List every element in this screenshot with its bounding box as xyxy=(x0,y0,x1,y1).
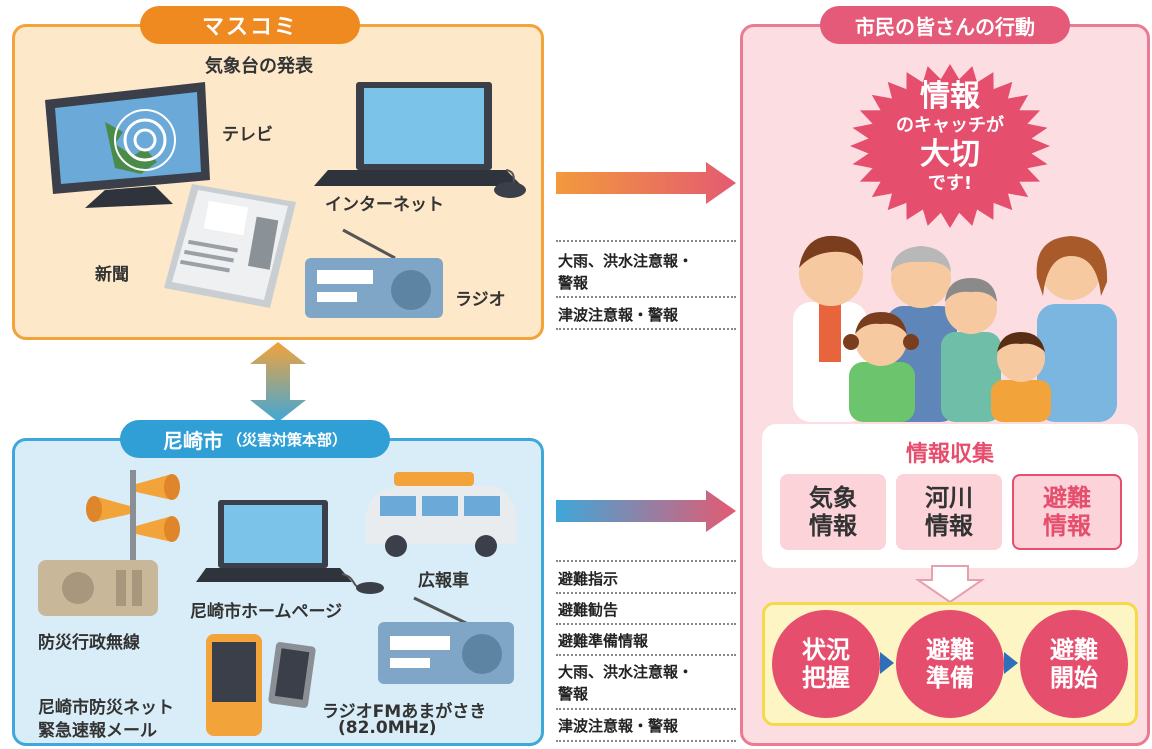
city-title: 尼崎市（災害対策本部） xyxy=(120,420,390,458)
river-info-box: 河川情報 xyxy=(896,474,1002,550)
mail-label-2: 緊急速報メール xyxy=(38,721,157,741)
city-notice-4: 大雨、洪水注意報・ xyxy=(558,663,694,681)
media-subtitle: 気象台の発表 xyxy=(205,56,313,77)
step-arrow-1-icon xyxy=(880,652,894,674)
city-title-main: 尼崎市 xyxy=(162,428,223,453)
evacuation-info-box: 避難情報 xyxy=(1012,474,1122,550)
down-arrow-icon xyxy=(914,565,986,604)
step-start: 避難開始 xyxy=(1020,610,1128,718)
step-1-line-2: 把握 xyxy=(802,664,850,692)
step-1-line-1: 状況 xyxy=(802,636,850,664)
river-info-line-1: 河川 xyxy=(925,484,973,512)
info-collection-title: 情報収集 xyxy=(905,442,994,467)
step-3-line-1: 避難 xyxy=(1050,636,1098,664)
evacuation-info-line-1: 避難 xyxy=(1043,484,1091,512)
burst-line-2: のキャッチが xyxy=(896,115,1004,136)
city-notice-3: 避難準備情報 xyxy=(558,632,649,650)
city-notice-4b: 警報 xyxy=(558,685,589,703)
fm-label-1: ラジオFMあまがさき xyxy=(322,702,487,722)
citizen-title: 市民の皆さんの行動 xyxy=(820,6,1070,44)
burst-text: 情報 のキャッチが 大切 です! xyxy=(830,80,1070,196)
burst-line-1: 情報 xyxy=(920,79,980,114)
step-arrow-2-icon xyxy=(1004,652,1018,674)
bidirectional-arrow-icon xyxy=(250,342,306,422)
fm-label-2: (82.0MHz) xyxy=(338,718,437,738)
newspaper-icon xyxy=(164,184,296,308)
city-laptop-icon xyxy=(196,500,384,594)
step-3-line-2: 開始 xyxy=(1050,664,1098,692)
loudspeaker-pole-icon xyxy=(86,470,180,580)
tv-label: テレビ xyxy=(222,125,273,145)
media-title: マスコミ xyxy=(140,6,360,44)
burst-line-4: です! xyxy=(927,173,973,194)
internet-label: インターネット xyxy=(325,195,444,215)
starburst-icon xyxy=(850,64,1050,228)
media-notice-1b: 警報 xyxy=(558,274,589,292)
radio-label: ラジオ xyxy=(455,290,506,310)
media-to-citizen-arrow xyxy=(556,162,736,204)
wireless-receiver-icon xyxy=(38,560,158,616)
media-notice-2: 津波注意報・警報 xyxy=(558,306,679,324)
burst-line-3: 大切 xyxy=(920,137,980,172)
fm-radio-icon xyxy=(378,596,514,684)
step-2-line-2: 準備 xyxy=(926,664,974,692)
wireless-label: 防災行政無線 xyxy=(38,633,140,653)
city-title-sub: （災害対策本部） xyxy=(226,430,347,449)
mobile-phone-icon xyxy=(206,634,316,736)
step-situation: 状況把握 xyxy=(772,610,880,718)
evacuation-info-line-2: 情報 xyxy=(1043,512,1091,540)
homepage-label: 尼崎市ホームページ xyxy=(190,602,343,622)
media-notice-1: 大雨、洪水注意報・ xyxy=(558,252,694,270)
weather-info-line-2: 情報 xyxy=(809,512,857,540)
pr-car-icon xyxy=(366,472,516,557)
river-info-line-2: 情報 xyxy=(925,512,973,540)
weather-info-line-1: 気象 xyxy=(809,484,857,512)
step-2-line-1: 避難 xyxy=(926,636,974,664)
laptop-icon xyxy=(314,82,526,198)
radio-icon xyxy=(305,228,443,318)
step-prepare: 避難準備 xyxy=(896,610,1004,718)
weather-info-box: 気象情報 xyxy=(780,474,886,550)
newspaper-label: 新聞 xyxy=(95,265,129,285)
city-notice-1: 避難指示 xyxy=(558,570,619,588)
city-notice-2: 避難勧告 xyxy=(558,601,619,619)
city-notice-5: 津波注意報・警報 xyxy=(558,717,679,735)
car-label: 広報車 xyxy=(418,571,469,591)
tv-icon xyxy=(45,82,210,208)
family-illustration xyxy=(793,235,1117,422)
city-to-citizen-arrow xyxy=(556,490,736,532)
mail-label-1: 尼崎市防災ネット xyxy=(38,698,174,718)
